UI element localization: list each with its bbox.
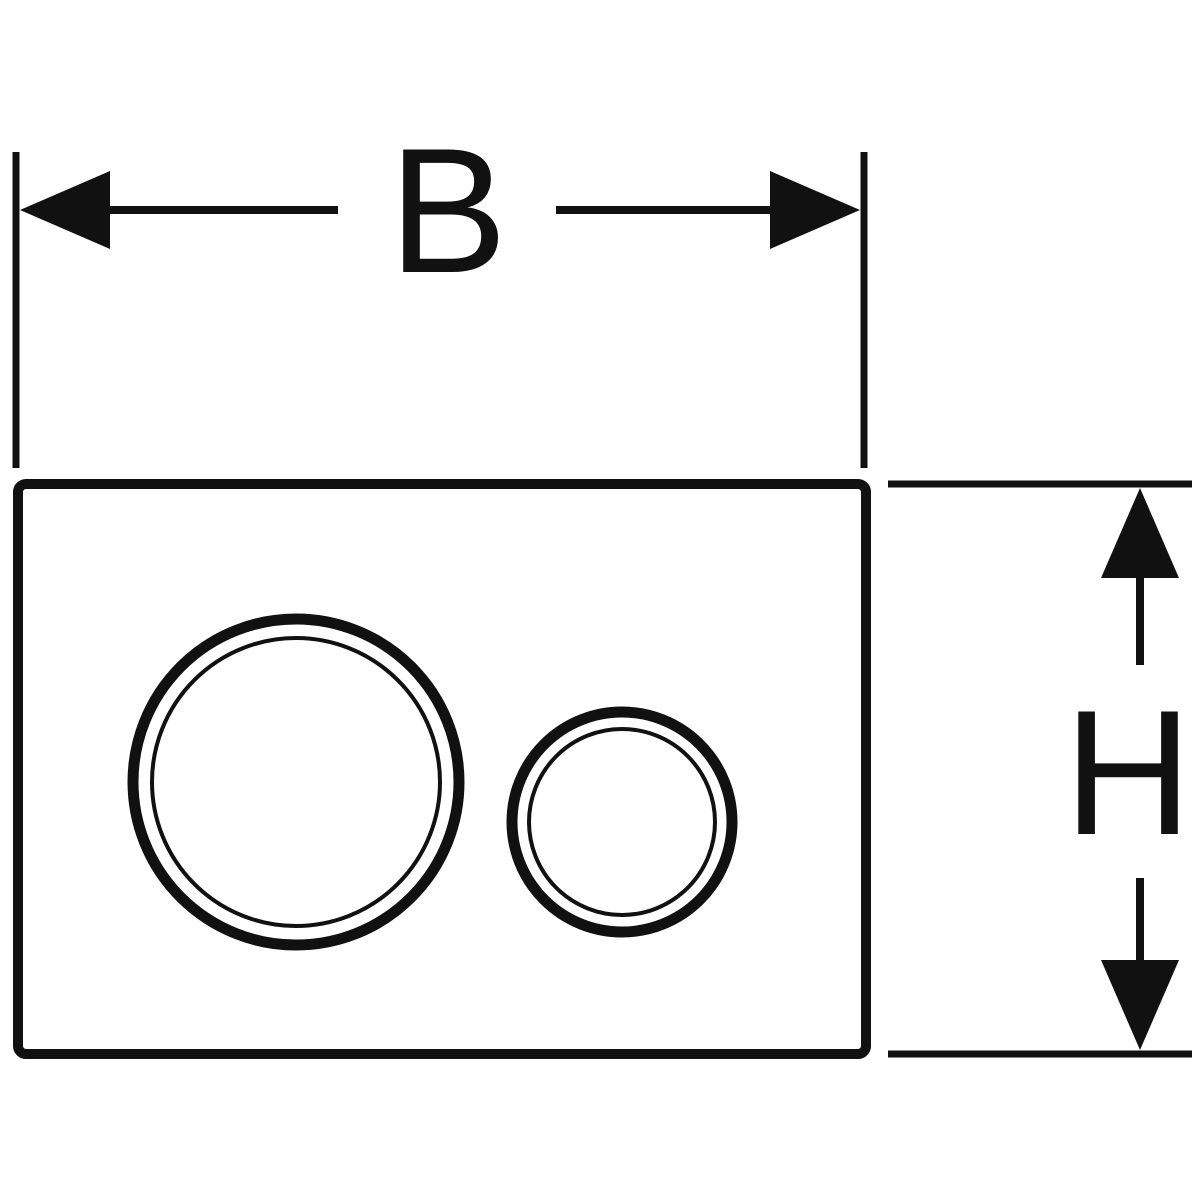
width-arrow-right-icon: [770, 171, 860, 249]
height-dimension: H: [888, 480, 1193, 1058]
width-dimension: B: [12, 111, 868, 468]
large-flush-button-inner-ring: [150, 636, 442, 928]
width-label: B: [389, 111, 508, 310]
small-flush-button-inner-ring: [527, 727, 717, 917]
drawing-root: B H: [12, 111, 1193, 1059]
height-label: H: [1064, 673, 1193, 872]
flush-plate: [13, 479, 871, 1059]
width-arrow-left-icon: [20, 171, 110, 249]
height-arrow-up-icon: [1101, 488, 1179, 578]
height-arrow-down-icon: [1101, 960, 1179, 1050]
